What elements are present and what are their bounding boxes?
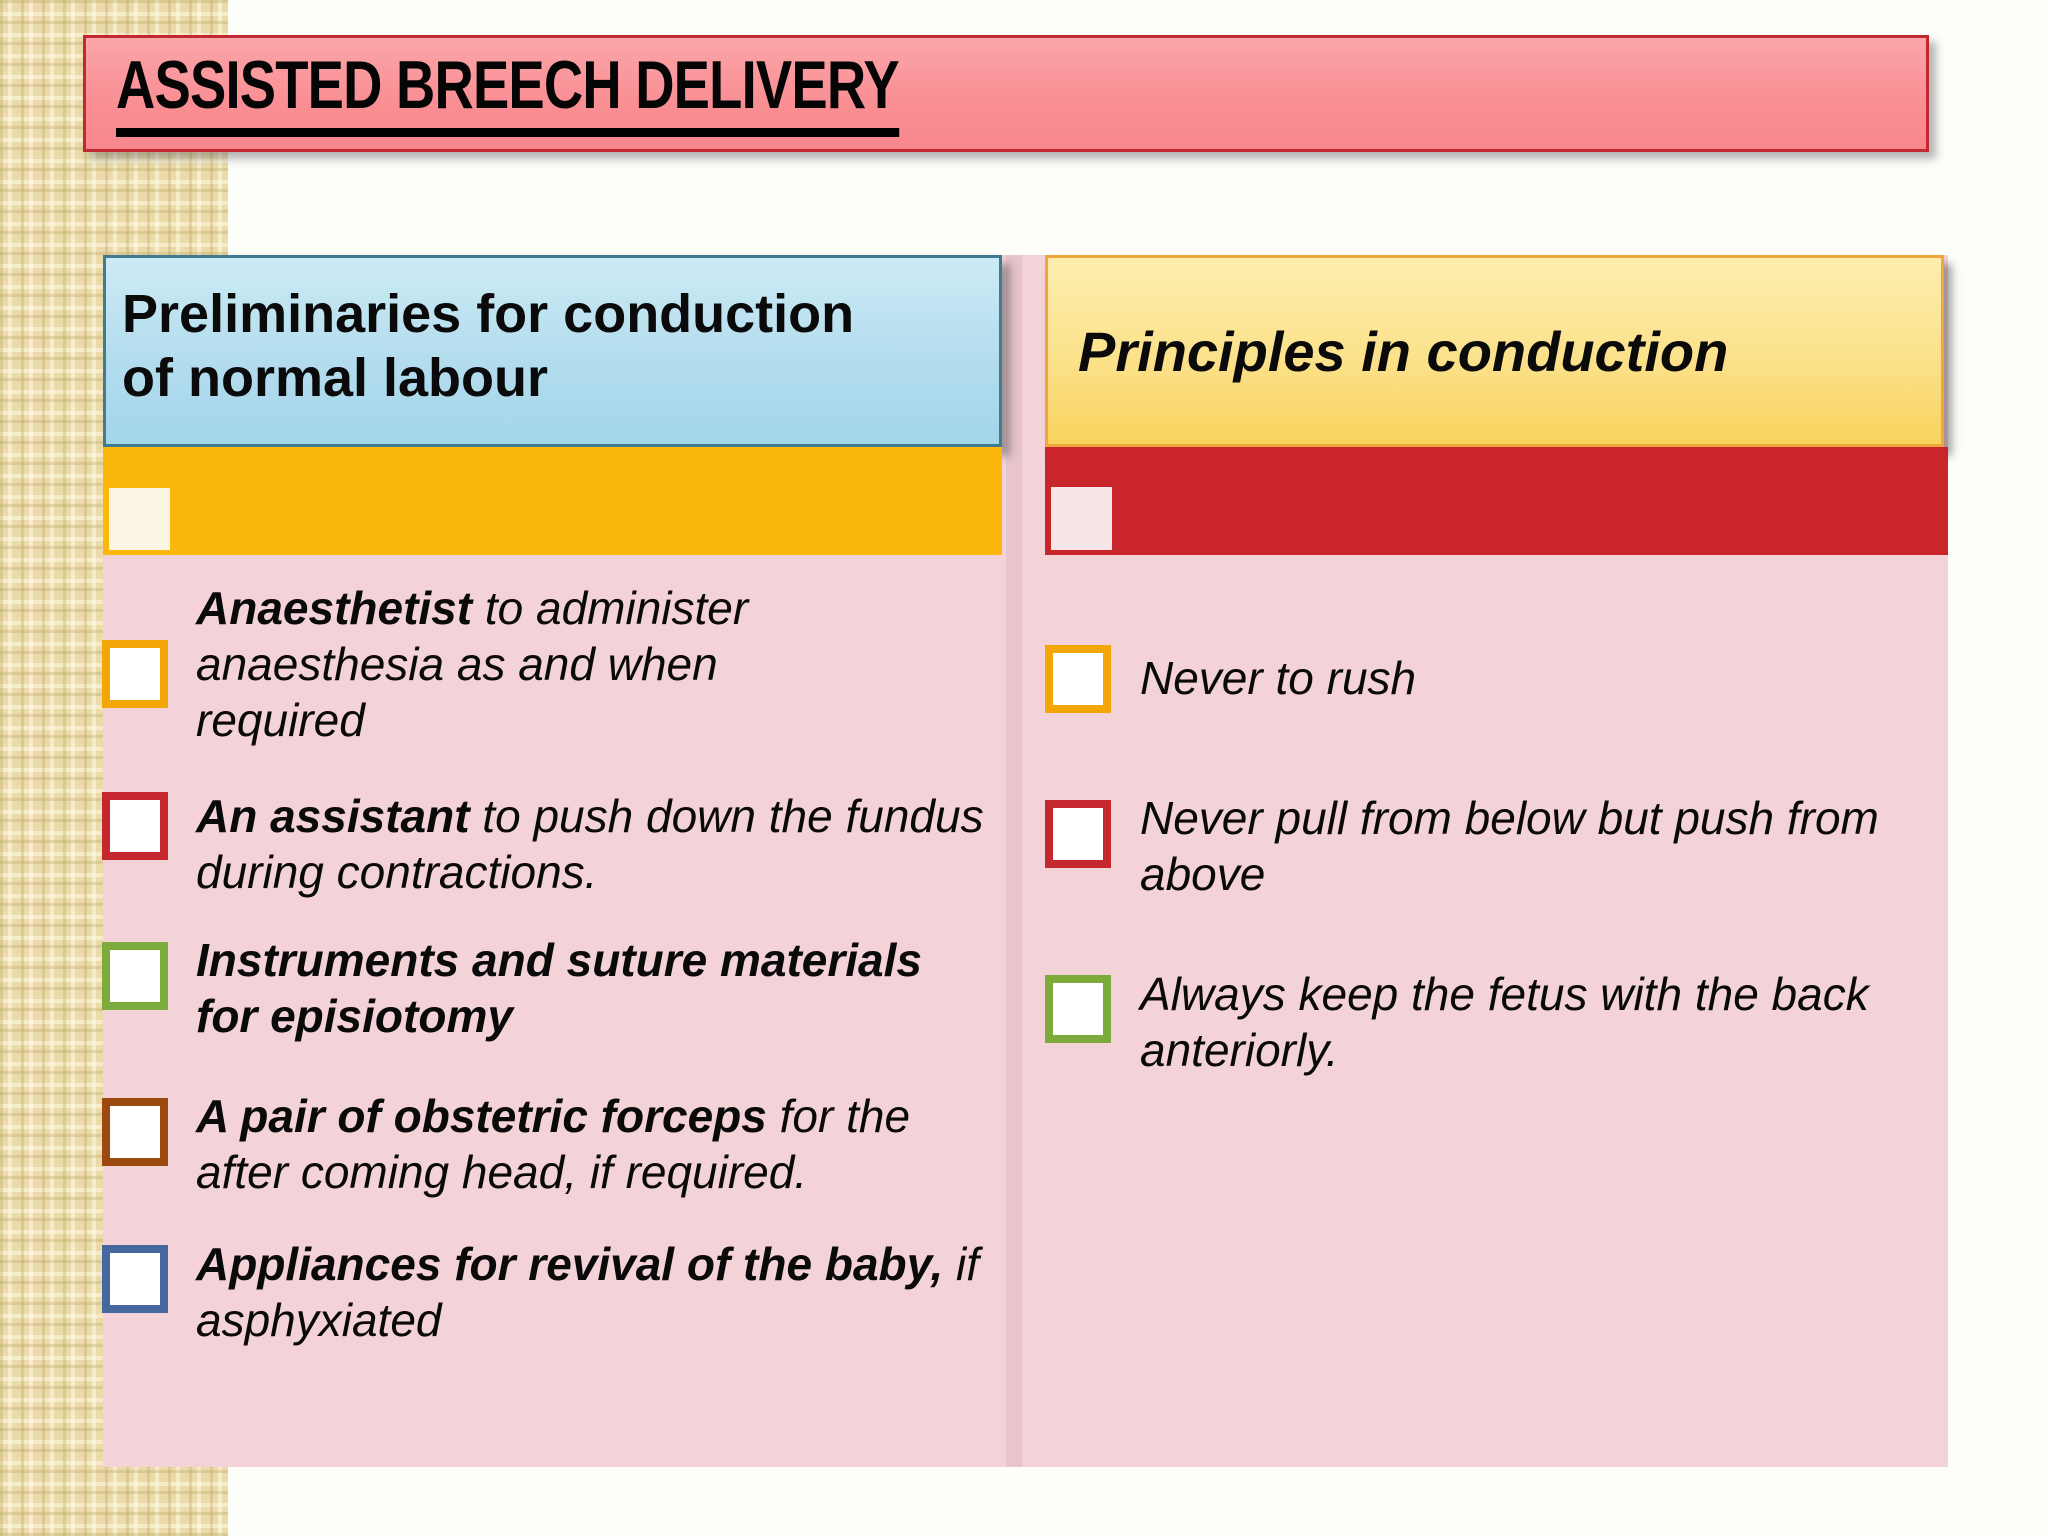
right-accent-square — [1051, 487, 1112, 550]
checkbox-icon — [102, 942, 168, 1010]
bullet-line: during contractions. — [196, 846, 598, 898]
bullet-line: anteriorly. — [1140, 1024, 1339, 1076]
bullet-line: Never pull from below but push from — [1140, 792, 1879, 844]
checkbox-icon — [102, 640, 168, 708]
bullet-line: after coming head, if required. — [196, 1146, 808, 1198]
bullet-text: Anaesthetist to administer anaesthesia a… — [196, 580, 748, 748]
left-header-line: Preliminaries for conduction — [122, 284, 855, 344]
checkbox-icon — [1045, 645, 1111, 713]
bullet-line: Always keep the fetus with the back — [1140, 968, 1869, 1020]
checkbox-icon — [1045, 975, 1111, 1043]
left-column-header: Preliminaries for conduction of normal l… — [103, 255, 1002, 447]
bullet-line: asphyxiated — [196, 1294, 442, 1346]
right-column-header: Principles in conduction — [1045, 255, 1944, 447]
column-seam — [1006, 255, 1022, 1467]
bullet-line: required — [196, 694, 365, 746]
page-title: ASSISTED BREECH DELIVERY — [116, 49, 900, 137]
bullet-text: An assistant to push down the fundus dur… — [196, 788, 984, 900]
bullet-line: Appliances for revival of the baby, if — [196, 1238, 980, 1290]
bullet-text: A pair of obstetric forceps for the afte… — [196, 1088, 910, 1200]
bullet-text: Instruments and suture materials for epi… — [196, 932, 922, 1044]
bullet-line: Anaesthetist to administer — [196, 582, 749, 634]
bullet-line: Instruments and suture materials — [196, 934, 922, 986]
bullet-line: for episiotomy — [196, 990, 513, 1042]
bullet-text: Always keep the fetus with the back ante… — [1140, 966, 1869, 1078]
checkbox-icon — [1045, 800, 1111, 868]
bullet-text: Never to rush — [1140, 650, 1416, 706]
bullet-line: above — [1140, 848, 1266, 900]
right-accent-bar — [1045, 447, 1948, 555]
checkbox-icon — [102, 792, 168, 860]
right-header-label: Principles in conduction — [1078, 319, 1729, 383]
bullet-line: An assistant to push down the fundus — [196, 790, 984, 842]
left-header-line: of normal labour — [122, 348, 549, 408]
bullet-line: Never to rush — [1140, 652, 1417, 704]
bullet-line: A pair of obstetric forceps for the — [196, 1090, 911, 1142]
title-banner: ASSISTED BREECH DELIVERY — [83, 35, 1929, 152]
bullet-line: anaesthesia as and when — [196, 638, 718, 690]
checkbox-icon — [102, 1098, 168, 1166]
left-accent-bar — [103, 447, 1002, 555]
bullet-text: Appliances for revival of the baby, if a… — [196, 1236, 979, 1348]
left-accent-square — [109, 488, 170, 550]
checkbox-icon — [102, 1245, 168, 1313]
bullet-text: Never pull from below but push from abov… — [1140, 790, 1879, 902]
